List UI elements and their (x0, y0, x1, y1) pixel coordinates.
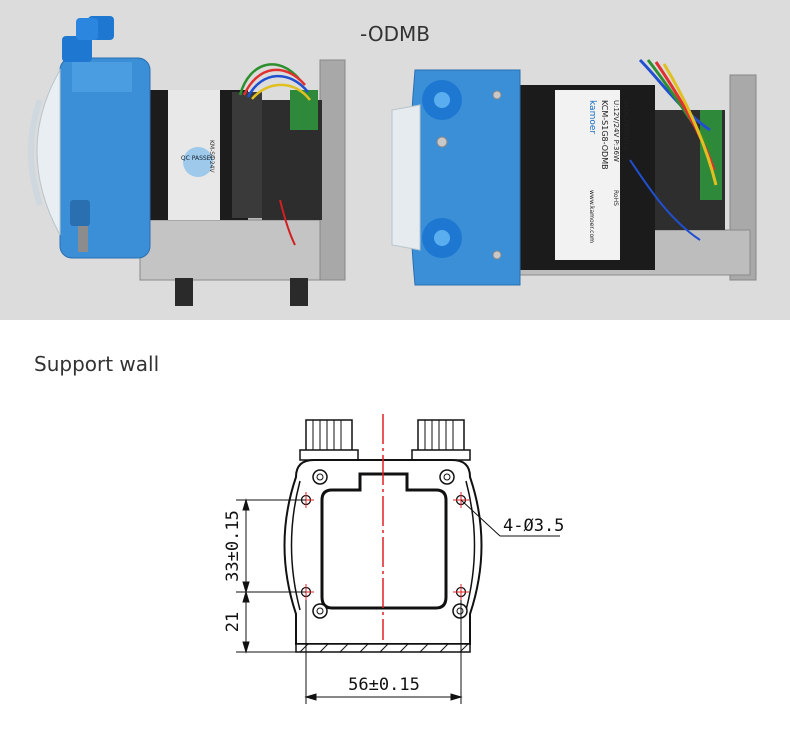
left-pump-photo: QC PASSED KM-S1 24V (28, 16, 346, 306)
section-title: Support wall (34, 352, 160, 376)
product-photo-strip: QC PASSED KM-S1 24V (0, 0, 790, 320)
right-spec-label: U:12V/24V P:36W (612, 100, 620, 162)
right-pump-photo: kamoer KCM-S1G8-ODMB U:12V/24V P:36W 2K0… (391, 58, 757, 286)
vertical-dimensions (236, 498, 306, 654)
left-knob (299, 419, 359, 461)
left-motor-label: KM-S1 24V (208, 140, 215, 173)
right-model-label: KCM-S1G8-ODMB (600, 100, 609, 170)
hole-callout: 4-Ø3.5 (503, 516, 564, 536)
right-brand-label: kamoer (587, 100, 597, 134)
horizontal-dimension (304, 600, 463, 704)
dim-height-top: 33±0.15 (223, 510, 243, 582)
right-serial-label: 2K0C2B00010 (622, 100, 630, 150)
qc-badge-text: QC PASSED (181, 155, 216, 162)
right-knob (411, 419, 471, 461)
right-site-label: www.kamoer.com (588, 190, 595, 243)
variant-label: -ODMB (360, 22, 430, 46)
dim-height-bottom: 21 (223, 612, 243, 632)
right-rohs-label: RoHS (612, 190, 619, 206)
dim-width: 56±0.15 (348, 675, 420, 695)
hole-callout-leader (460, 499, 560, 537)
product-photos: QC PASSED KM-S1 24V (28, 16, 757, 306)
